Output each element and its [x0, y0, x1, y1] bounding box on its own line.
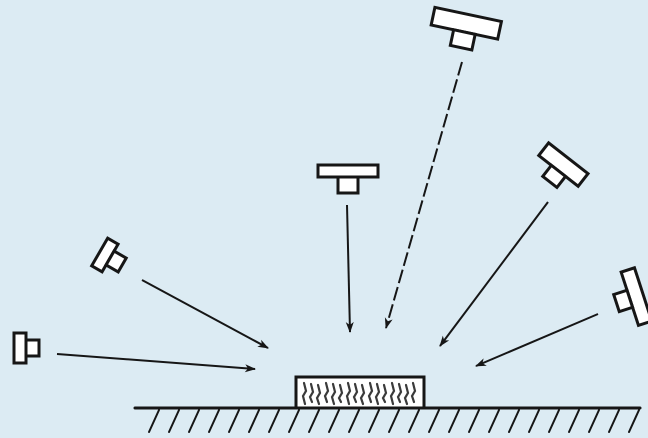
lamp-icon	[536, 140, 591, 190]
ground-hatch-stroke	[148, 409, 160, 433]
ground-hatching-icon	[148, 409, 640, 433]
target-object	[294, 375, 426, 410]
slab-texture-stroke	[374, 382, 381, 406]
ground-hatch-stroke	[368, 409, 380, 433]
ground-hatch-stroke	[628, 409, 640, 433]
ray-top-center	[345, 204, 354, 333]
lamp-icon	[316, 163, 380, 195]
slab-texture-stroke	[396, 382, 403, 404]
slab-texture-stroke	[345, 381, 352, 406]
ground	[133, 406, 642, 433]
ground-hatch-stroke	[528, 409, 540, 433]
ground-hatch-stroke	[588, 409, 600, 433]
slab-texture-stroke	[367, 381, 374, 404]
ground-hatch-stroke	[268, 409, 280, 433]
emitter-left-low	[12, 331, 41, 365]
emitters	[12, 5, 648, 365]
ground-hatch-stroke	[408, 409, 420, 433]
ground-hatch-stroke	[388, 409, 400, 433]
emitter-top-right-high	[429, 5, 504, 52]
ray-right-low	[475, 313, 599, 367]
ground-hatch-stroke	[488, 409, 500, 433]
ground-hatch-stroke	[548, 409, 560, 433]
ground-hatch-stroke	[568, 409, 580, 433]
slab-texture-stroke	[315, 383, 322, 406]
ray-right-mid	[439, 201, 549, 347]
ground-hatch-stroke	[608, 409, 620, 433]
ground-hatch-stroke	[328, 409, 340, 433]
ground-hatch-stroke	[428, 409, 440, 433]
lamp-icon	[611, 265, 648, 328]
ground-hatch-stroke	[228, 409, 240, 433]
slab-texture-icon	[301, 381, 417, 406]
slab-texture-stroke	[410, 381, 417, 404]
lamp-icon	[12, 331, 41, 365]
slab-texture-stroke	[330, 382, 337, 406]
ground-hatch-stroke	[168, 409, 180, 433]
ground-hatch-stroke	[508, 409, 520, 433]
lamp-icon	[89, 236, 129, 274]
ground-hatch-stroke	[308, 409, 320, 433]
slab-texture-stroke	[389, 381, 396, 406]
slab-texture-stroke	[403, 383, 410, 406]
emitter-right-mid	[536, 140, 591, 190]
slab-texture-stroke	[308, 382, 315, 404]
emitter-right-low	[611, 265, 648, 328]
ground-hatch-stroke	[348, 409, 360, 433]
slab-texture-stroke	[381, 383, 388, 404]
lamp-icon	[429, 5, 504, 52]
slab-texture-stroke	[323, 381, 330, 404]
ray-left-low	[56, 353, 256, 373]
ray-top-right-high	[384, 61, 463, 329]
ground-hatch-stroke	[248, 409, 260, 433]
ground-hatch-stroke	[188, 409, 200, 433]
slab-texture-stroke	[301, 381, 308, 406]
ground-hatch-stroke	[468, 409, 480, 433]
ground-hatch-stroke	[288, 409, 300, 433]
ground-hatch-stroke	[208, 409, 220, 433]
light-rays	[56, 61, 599, 373]
slab-texture-stroke	[352, 382, 359, 404]
emitter-left-mid	[89, 236, 129, 274]
ray-left-mid	[141, 279, 269, 349]
slab-texture-stroke	[337, 383, 344, 404]
slab-texture-stroke	[359, 383, 366, 406]
emitter-top-center	[316, 163, 380, 195]
ground-hatch-stroke	[448, 409, 460, 433]
